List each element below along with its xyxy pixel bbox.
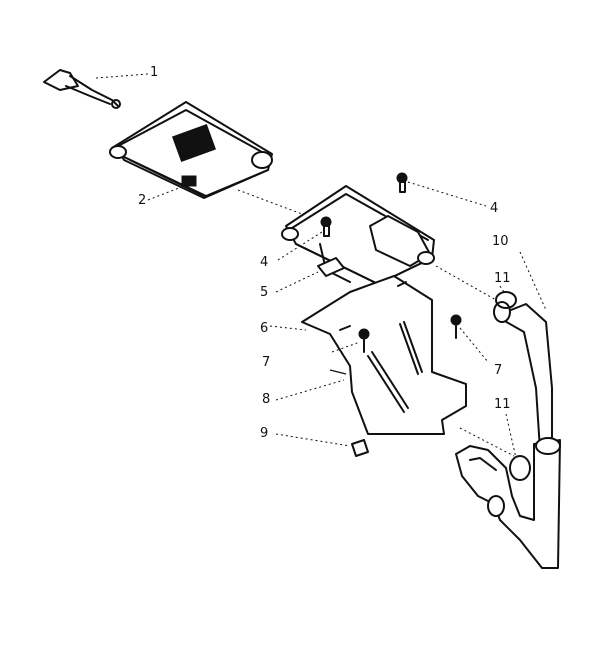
callout-label: 5 — [260, 285, 269, 300]
part-11-clamp-lower — [505, 413, 531, 481]
part-8-leader — [275, 379, 345, 401]
part-11-clamp-upper — [495, 285, 517, 309]
callout-label: 11 — [494, 397, 511, 412]
part-6-mounting-plate — [269, 275, 467, 435]
callout-label: 2 — [138, 193, 147, 208]
part-4-screw-lower — [277, 216, 332, 261]
part-1-handle — [43, 69, 149, 109]
part-7-screw-left — [329, 328, 370, 375]
callout-label: 1 — [150, 65, 159, 80]
part-5-clip — [275, 257, 345, 293]
main-bracket-housing — [281, 185, 435, 285]
callout-label: 10 — [492, 234, 509, 249]
callout-label: 9 — [260, 426, 269, 441]
part-9-nut — [275, 433, 369, 457]
part-7-screw-right — [450, 314, 489, 363]
part-2-upper-housing — [109, 101, 273, 201]
callout-label: 7 — [262, 355, 271, 370]
callout-label: 11 — [494, 271, 511, 286]
callout-label: 6 — [260, 321, 269, 336]
callout-label: 4 — [260, 255, 269, 270]
callout-label: 7 — [494, 363, 503, 378]
callout-label: 4 — [490, 201, 499, 216]
callout-label: 8 — [262, 392, 271, 407]
part-4-screw-upper — [396, 172, 487, 207]
